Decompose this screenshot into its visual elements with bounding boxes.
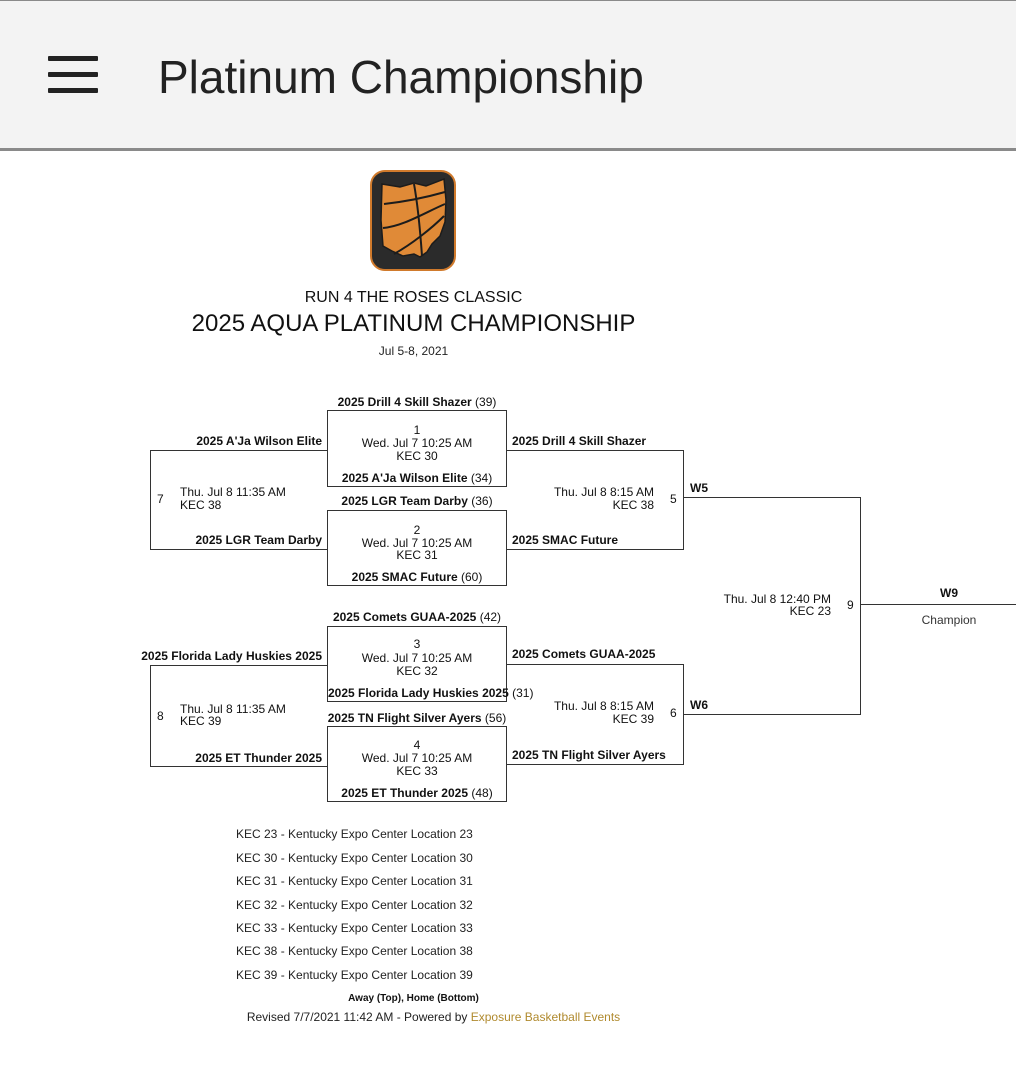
event-subtitle: RUN 4 THE ROSES CLASSIC	[304, 289, 523, 306]
game-3-time: Wed. Jul 7 10:25 AM	[361, 651, 473, 665]
game-8-location: KEC 39	[180, 714, 222, 728]
game-7-location: KEC 38	[180, 498, 222, 512]
exposure-link[interactable]: Exposure Basketball Events	[470, 1010, 621, 1024]
game-5-top: 2025 Drill 4 Skill Shazer	[512, 434, 647, 448]
game-3-home: 2025 Florida Lady Huskies 2025 (31)	[328, 686, 534, 700]
hamburger-menu-icon[interactable]	[46, 54, 100, 94]
game-7-top: 2025 A'Ja Wilson Elite	[196, 434, 322, 448]
game-6-bottom: 2025 TN Flight Silver Ayers	[512, 748, 666, 762]
game-2-time: Wed. Jul 7 10:25 AM	[361, 536, 473, 550]
location-item: KEC 31 - Kentucky Expo Center Location 3…	[236, 874, 473, 888]
game-8-time: Thu. Jul 8 11:35 AM	[180, 702, 286, 716]
event-title: 2025 AQUA PLATINUM CHAMPIONSHIP	[191, 310, 636, 337]
game-1-number: 1	[413, 423, 421, 437]
game-4-away: 2025 TN Flight Silver Ayers (56)	[327, 711, 507, 725]
game-7-time: Thu. Jul 8 11:35 AM	[180, 485, 286, 499]
top-divider	[0, 0, 1016, 1]
game-4-location: KEC 33	[396, 764, 438, 778]
game-6-time: Thu. Jul 8 8:15 AM	[553, 699, 654, 713]
game-8-number: 8	[157, 709, 164, 723]
location-item: KEC 38 - Kentucky Expo Center Location 3…	[236, 944, 473, 958]
game-4-time: Wed. Jul 7 10:25 AM	[361, 751, 473, 765]
game-3-away: 2025 Comets GUAA-2025 (42)	[332, 610, 502, 624]
game-1-away: 2025 Drill 4 Skill Shazer (39)	[337, 395, 497, 409]
game-8-bottom: 2025 ET Thunder 2025	[195, 751, 322, 765]
champion-label: Champion	[921, 613, 977, 627]
location-item: KEC 23 - Kentucky Expo Center Location 2…	[236, 827, 473, 841]
game-5-time: Thu. Jul 8 8:15 AM	[553, 485, 654, 499]
game-9-location: KEC 23	[789, 604, 831, 618]
game-6-top: 2025 Comets GUAA-2025	[512, 647, 656, 661]
game-1-location: KEC 30	[396, 449, 438, 463]
game-4-home: 2025 ET Thunder 2025 (48)	[341, 786, 493, 800]
game-9-number: 9	[847, 598, 854, 612]
game-2-away: 2025 LGR Team Darby (36)	[341, 494, 493, 508]
game-3-location: KEC 32	[396, 664, 438, 678]
revised-label: Revised 7/7/2021 11:42 AM - Powered by	[246, 1010, 471, 1024]
game-7-number: 7	[157, 492, 164, 506]
winner-5-label: W5	[690, 481, 708, 495]
game-5-location: KEC 38	[612, 498, 654, 512]
game-1-time: Wed. Jul 7 10:25 AM	[361, 436, 473, 450]
game-5-number: 5	[670, 492, 677, 506]
away-home-note: Away (Top), Home (Bottom)	[348, 993, 479, 1004]
location-item: KEC 33 - Kentucky Expo Center Location 3…	[236, 921, 473, 935]
app-bar: Platinum Championship	[0, 0, 1016, 151]
game-2-number: 2	[413, 523, 421, 537]
game-1-home: 2025 A'Ja Wilson Elite (34)	[341, 471, 493, 485]
game-6-number: 6	[670, 706, 677, 720]
game-5-bottom: 2025 SMAC Future	[512, 533, 619, 547]
winner-9-label: W9	[940, 586, 958, 600]
game-2-home: 2025 SMAC Future (60)	[351, 570, 483, 584]
winner-6-label: W6	[690, 698, 708, 712]
game-6-location: KEC 39	[612, 712, 654, 726]
game-3-number: 3	[413, 637, 421, 651]
game-2-location: KEC 31	[396, 548, 438, 562]
event-logo	[370, 170, 456, 271]
location-item: KEC 39 - Kentucky Expo Center Location 3…	[236, 968, 473, 982]
ohio-basketball-logo-icon	[370, 170, 456, 271]
location-item: KEC 30 - Kentucky Expo Center Location 3…	[236, 851, 473, 865]
game-7-bottom: 2025 LGR Team Darby	[195, 533, 323, 547]
location-item: KEC 32 - Kentucky Expo Center Location 3…	[236, 898, 473, 912]
event-dates: Jul 5-8, 2021	[378, 344, 449, 358]
game-8-top: 2025 Florida Lady Huskies 2025	[141, 649, 322, 663]
revised-text: Revised 7/7/2021 11:42 AM - Powered by E…	[180, 1010, 687, 1024]
game-4-number: 4	[413, 738, 421, 752]
game-9-time: Thu. Jul 8 12:40 PM	[723, 592, 831, 606]
page-title: Platinum Championship	[158, 51, 644, 103]
